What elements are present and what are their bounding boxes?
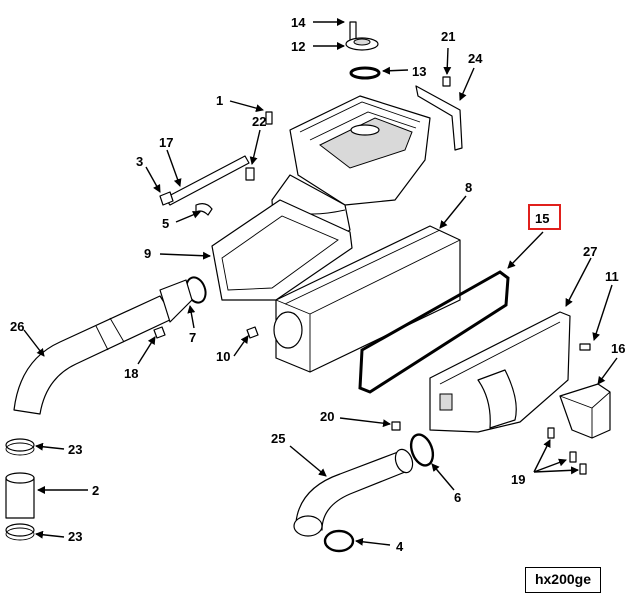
label-5: 5 [162,216,169,231]
label-15: 15 [535,211,549,226]
clamp-23-lower [5,523,35,537]
label-2: 2 [92,483,99,498]
o-ring-6 [409,433,435,467]
label-23-upper: 23 [68,442,82,457]
label-25: 25 [271,431,285,446]
sleeve-2 [5,477,35,519]
label-9: 9 [144,246,151,261]
fitting-21 [442,76,451,87]
elbow-25 [293,448,414,537]
fitting-22 [245,167,255,181]
bolt-19b [569,451,577,463]
label-19: 19 [511,472,525,487]
leader-lines [23,18,618,546]
bolt-20 [391,421,401,431]
label-12: 12 [291,39,305,54]
label-24: 24 [468,51,483,66]
label-16: 16 [611,341,625,356]
label-3: 3 [136,154,143,169]
label-7: 7 [189,330,196,345]
label-20: 20 [320,409,334,424]
label-1: 1 [216,93,223,108]
core-8 [273,225,461,373]
drawing-code: hx200ge [525,567,601,593]
label-22: 22 [252,114,266,129]
highlight-box-15 [528,204,561,230]
bracket-24 [415,85,463,151]
label-23-lower: 23 [68,529,82,544]
fitting-1 [265,111,273,125]
bolt-10 [246,326,259,339]
upper-housing [271,21,431,269]
bracket-16 [559,383,611,439]
label-11: 11 [605,269,619,284]
bolt-11 [579,343,591,351]
label-26: 26 [10,319,24,334]
o-ring-13 [349,66,381,80]
label-10: 10 [216,349,230,364]
inlet-frame-9 [211,199,353,301]
bolt-19a [547,427,555,439]
inlet-tube-26 [13,279,193,415]
label-18: 18 [124,366,138,381]
bolt-18 [153,326,166,339]
label-8: 8 [465,180,472,195]
label-13: 13 [412,64,426,79]
label-14: 14 [291,15,306,30]
outlet-housing-27 [429,311,571,433]
label-27: 27 [583,244,597,259]
clamp-23-upper [5,438,35,452]
label-17: 17 [159,135,173,150]
fitting-3 [159,191,174,206]
gasket-15 [358,270,510,394]
label-4: 4 [396,539,404,554]
o-ring-4 [323,529,355,553]
label-6: 6 [454,490,461,505]
label-21: 21 [441,29,455,44]
bolt-19c [579,463,587,475]
part-labels: 14 12 13 1 22 21 24 17 3 5 9 8 15 27 11 … [10,15,625,554]
